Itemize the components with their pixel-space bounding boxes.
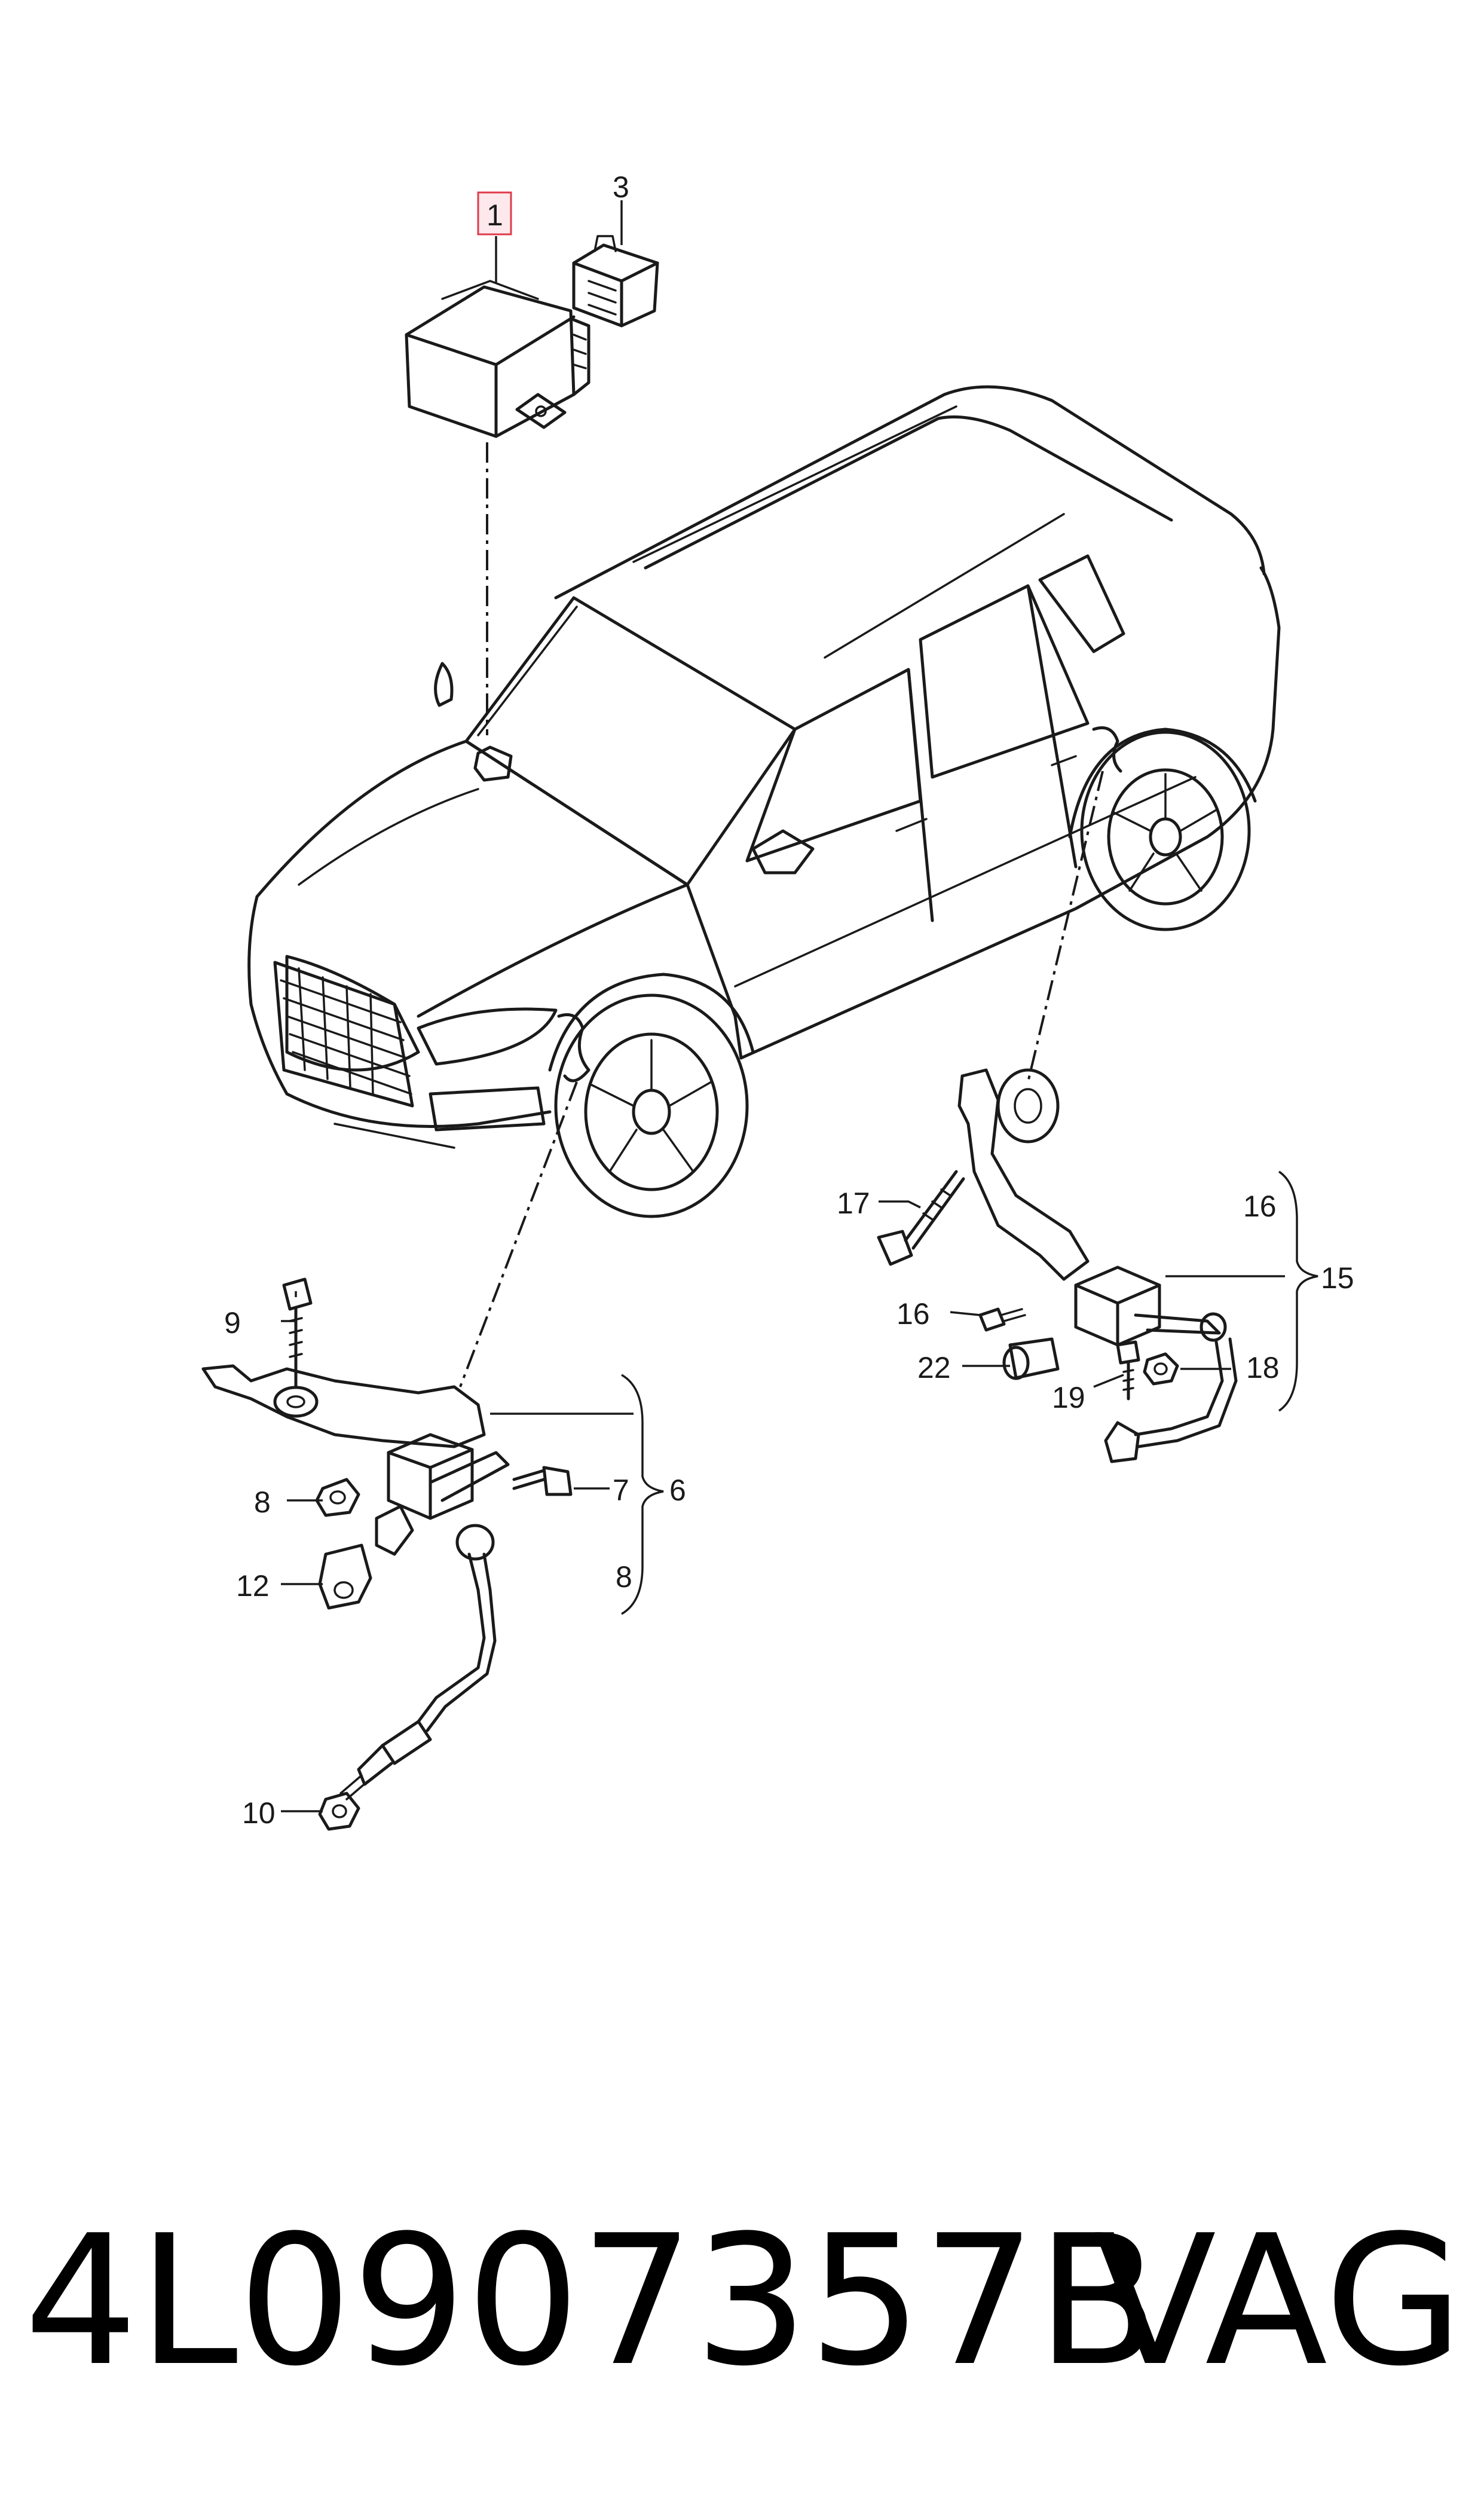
callout-17: 17 xyxy=(837,1187,870,1220)
leader-lines xyxy=(281,200,1318,1812)
connector xyxy=(572,235,659,328)
callout-labels: 1 3 9 8 12 10 7 6 8 17 16 15 16 22 19 18 xyxy=(224,170,1354,1830)
callout-6: 6 xyxy=(669,1473,686,1507)
rear-sensor-assembly xyxy=(877,1068,1238,1463)
brand-label: VAG xyxy=(1094,2197,1464,2405)
callout-10: 10 xyxy=(242,1796,276,1830)
callout-1-highlight xyxy=(477,191,512,236)
callout-16b: 16 xyxy=(896,1297,930,1331)
callout-19: 19 xyxy=(1052,1381,1085,1414)
callout-9: 9 xyxy=(224,1306,241,1340)
leader-rear-sensor xyxy=(1027,771,1104,1083)
leader-front-sensor xyxy=(459,1081,578,1387)
callout-16a: 16 xyxy=(1243,1190,1277,1223)
callout-18: 18 xyxy=(1246,1351,1280,1384)
callout-22: 22 xyxy=(917,1351,951,1384)
callout-3: 3 xyxy=(613,170,629,204)
callout-7: 7 xyxy=(613,1473,629,1507)
callout-8b: 8 xyxy=(616,1560,632,1594)
callout-15: 15 xyxy=(1321,1261,1354,1295)
callout-8a: 8 xyxy=(254,1485,271,1519)
callout-12: 12 xyxy=(236,1569,270,1603)
control-unit xyxy=(405,280,590,438)
front-sensor-assembly xyxy=(201,1277,573,1831)
part-number-footer: 4L0907357B VAG xyxy=(24,2188,1470,2415)
callout-1: 1 xyxy=(486,198,503,232)
part-number: 4L0907357B xyxy=(24,2197,1159,2405)
car-body xyxy=(247,385,1281,1218)
